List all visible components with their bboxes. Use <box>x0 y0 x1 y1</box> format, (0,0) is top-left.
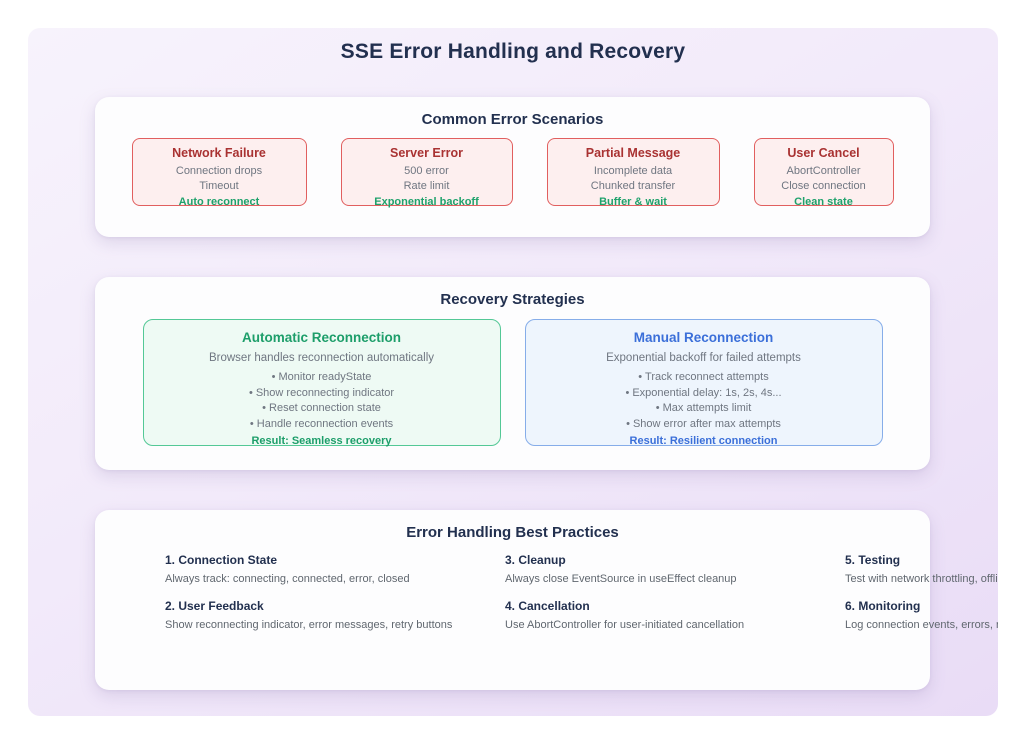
strategy-title: Automatic Reconnection <box>241 330 401 345</box>
scenario-card-title: Partial Message <box>585 146 681 160</box>
section-common-error-scenarios: Common Error Scenarios Network Failure C… <box>95 97 930 237</box>
best-practices-column-3: 5. Testing Test with network throttling,… <box>845 553 998 645</box>
best-practice-title: 4. Cancellation <box>505 599 590 613</box>
page-title: SSE Error Handling and Recovery <box>340 40 686 63</box>
scenario-detail: Connection drops <box>175 165 263 177</box>
best-practice-item: 1. Connection State Always track: connec… <box>165 553 505 585</box>
scenario-detail: 500 error <box>404 165 449 177</box>
scenario-cards-row: Network Failure Connection drops Timeout… <box>95 138 930 208</box>
scenario-card-network-failure: Network Failure Connection drops Timeout… <box>131 138 307 208</box>
strategy-bullet: • Show reconnecting indicator <box>248 386 395 399</box>
scenario-card-title: Network Failure <box>172 146 266 160</box>
diagram-canvas: SSE Error Handling and Recovery Common E… <box>28 28 998 716</box>
best-practices-grid: 1. Connection State Always track: connec… <box>165 553 998 645</box>
best-practices-column-1: 1. Connection State Always track: connec… <box>165 553 505 645</box>
strategy-bullet: • Track reconnect attempts <box>638 371 769 383</box>
scenario-action: Buffer & wait <box>599 196 667 208</box>
strategy-bullet: • Monitor readyState <box>271 371 372 383</box>
best-practice-title: 6. Monitoring <box>845 599 921 613</box>
scenario-detail: Close connection <box>781 180 866 192</box>
strategy-subtitle: Browser handles reconnection automatical… <box>208 352 434 364</box>
section-best-practices: Error Handling Best Practices 1. Connect… <box>95 510 998 690</box>
scenario-action: Exponential backoff <box>374 196 479 208</box>
best-practice-desc: Use AbortController for user-initiated c… <box>505 619 745 631</box>
best-practice-desc: Log connection events, errors, reconnect… <box>845 619 998 631</box>
strategy-result: Result: Resilient connection <box>629 435 778 447</box>
strategy-title: Manual Reconnection <box>633 330 774 345</box>
best-practices-column-2: 3. Cleanup Always close EventSource in u… <box>505 553 845 645</box>
scenario-detail: Timeout <box>199 180 239 192</box>
scenario-detail: Rate limit <box>403 180 450 192</box>
scenario-detail: Incomplete data <box>593 165 673 177</box>
scenario-card-partial-message: Partial Message Incomplete data Chunked … <box>546 138 720 208</box>
scenario-detail: AbortController <box>786 165 861 177</box>
scenario-card-user-cancel: User Cancel AbortController Close connec… <box>753 138 894 208</box>
section-recovery-strategies: Recovery Strategies Automatic Reconnecti… <box>95 277 930 470</box>
best-practice-title: 3. Cleanup <box>505 553 566 567</box>
best-practice-desc: Always track: connecting, connected, err… <box>165 573 410 585</box>
scenario-detail: Chunked transfer <box>590 180 676 192</box>
best-practice-item: 3. Cleanup Always close EventSource in u… <box>505 553 845 585</box>
best-practice-item: 5. Testing Test with network throttling,… <box>845 553 998 585</box>
strategy-bullet: • Reset connection state <box>262 402 381 414</box>
strategy-card-automatic-reconnection: Automatic Reconnection Browser handles r… <box>142 319 501 447</box>
best-practice-item: 2. User Feedback Show reconnecting indic… <box>165 599 505 631</box>
strategy-bullet: • Exponential delay: 1s, 2s, 4s... <box>625 386 782 399</box>
best-practice-item: 6. Monitoring Log connection events, err… <box>845 599 998 631</box>
best-practice-title: 1. Connection State <box>165 553 278 567</box>
best-practice-item: 4. Cancellation Use AbortController for … <box>505 599 845 631</box>
strategy-subtitle: Exponential backoff for failed attempts <box>606 352 801 364</box>
section-title-scenarios: Common Error Scenarios <box>421 111 604 128</box>
best-practice-desc: Show reconnecting indicator, error messa… <box>165 619 453 631</box>
strategy-card-manual-reconnection: Manual Reconnection Exponential backoff … <box>524 319 883 447</box>
strategy-bullet: • Handle reconnection events <box>249 417 394 430</box>
best-practice-desc: Always close EventSource in useEffect cl… <box>505 573 737 585</box>
section-title-best-practices: Error Handling Best Practices <box>406 524 619 541</box>
section-title-strategies: Recovery Strategies <box>440 291 585 308</box>
strategy-result: Result: Seamless recovery <box>251 435 392 447</box>
scenario-card-title: Server Error <box>390 146 463 160</box>
best-practice-title: 2. User Feedback <box>165 599 264 613</box>
scenario-action: Clean state <box>794 196 853 208</box>
best-practice-title: 5. Testing <box>845 553 901 567</box>
strategy-bullet: • Show error after max attempts <box>626 417 781 430</box>
best-practice-desc: Test with network throttling, offline mo… <box>845 573 998 585</box>
scenario-card-server-error: Server Error 500 error Rate limit Expone… <box>340 138 513 208</box>
strategy-bullet: • Max attempts limit <box>655 402 752 414</box>
strategy-cards-row: Automatic Reconnection Browser handles r… <box>95 319 930 447</box>
scenario-action: Auto reconnect <box>178 196 260 208</box>
scenario-card-title: User Cancel <box>787 146 860 160</box>
